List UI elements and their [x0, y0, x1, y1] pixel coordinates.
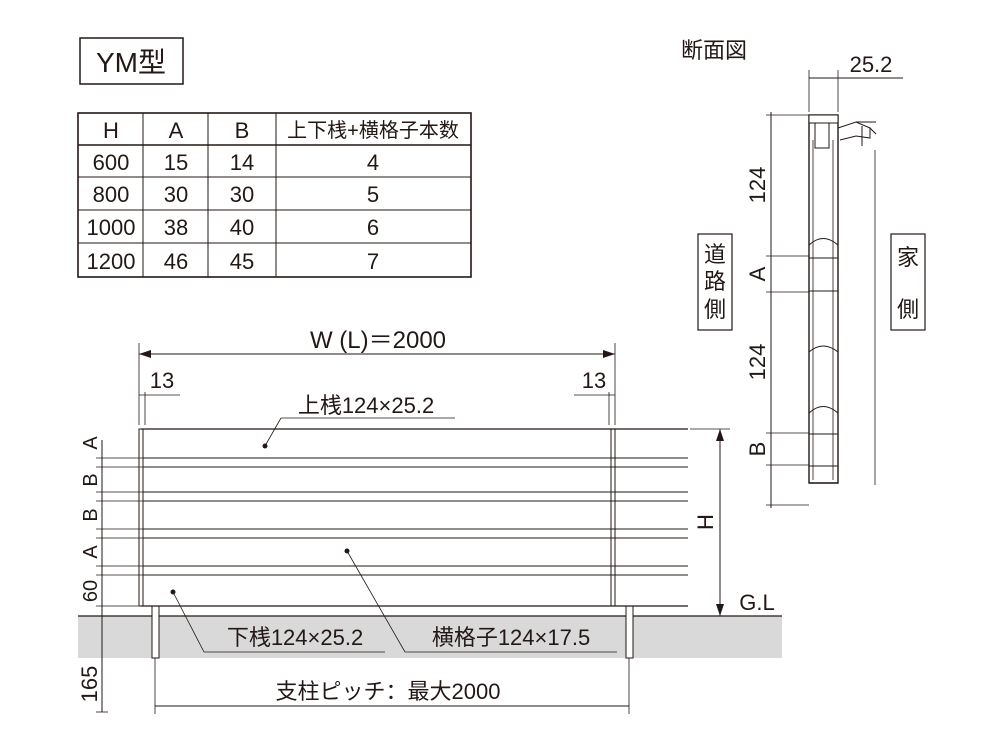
left-post	[138, 428, 144, 607]
left-post-base	[151, 605, 160, 659]
slat-label: 横格子124×17.5	[432, 625, 590, 650]
table-cell: 7	[367, 249, 379, 274]
table-cell: 1000	[87, 215, 136, 240]
section-dim-a: A	[745, 266, 770, 281]
table-header-a: A	[169, 118, 184, 143]
right-offset-label: 13	[582, 368, 606, 393]
table-header-count: 上下桟+横格子本数	[287, 119, 459, 142]
section-title: 断面図	[681, 38, 747, 63]
section-dim-124-top: 124	[745, 167, 770, 204]
table-cell: 15	[164, 150, 188, 175]
table-cell: 40	[230, 215, 254, 240]
left-offset-label: 13	[150, 368, 174, 393]
table-header-h: H	[103, 118, 119, 143]
left-dim-a-top: A	[80, 436, 102, 450]
table-cell: 1200	[87, 249, 136, 274]
house-side-box	[890, 233, 926, 331]
ground-label: G.L	[739, 590, 774, 615]
width-label: W (L)＝2000	[310, 327, 446, 354]
embed-depth-label: 165	[77, 666, 102, 703]
table-cell: 6	[367, 215, 379, 240]
table-cell: 45	[230, 249, 254, 274]
section-view: 25.2 124 A 124 B 道 路 側	[697, 52, 926, 508]
table-cell: 38	[164, 215, 188, 240]
left-dim-b-2: B	[80, 508, 102, 521]
title: YM型	[96, 47, 166, 78]
spec-table: H A B 上下桟+横格子本数 600 15 14 4 800 30 30 5 …	[77, 112, 472, 278]
post-pitch-label: 支柱ピッチ：最大2000	[276, 679, 501, 704]
section-dim-b: B	[745, 442, 770, 457]
fence-elevation: A B B A 60 165 W (L)＝2000 13 13 上桟124×25…	[77, 327, 782, 714]
table-header-b: B	[235, 118, 250, 143]
table-cell: 5	[367, 182, 379, 207]
top-rail-label: 上桟124×25.2	[298, 393, 434, 418]
road-side-label-3: 側	[704, 297, 726, 322]
right-post	[610, 428, 616, 607]
right-post-base	[625, 605, 634, 659]
table-cell: 600	[93, 150, 130, 175]
left-dim-b-1: B	[80, 473, 102, 486]
height-label: H	[693, 514, 718, 530]
table-cell: 30	[164, 182, 188, 207]
left-dim-60: 60	[80, 580, 102, 602]
table-cell: 800	[93, 182, 130, 207]
section-thickness-label: 25.2	[850, 52, 893, 77]
table-cell: 30	[230, 182, 254, 207]
bottom-rail-label: 下桟124×25.2	[227, 625, 363, 650]
house-side-label-1: 家	[897, 245, 919, 270]
left-dim-a-bottom: A	[80, 545, 102, 559]
road-side-label-1: 道	[704, 242, 726, 267]
title-box	[79, 37, 184, 85]
table-cell: 4	[367, 150, 379, 175]
house-side-label-2: 側	[897, 297, 919, 322]
fence-slats	[141, 428, 688, 607]
ground	[78, 616, 782, 658]
road-side-label-2: 路	[704, 269, 726, 294]
table-cell: 14	[230, 150, 254, 175]
table-cell: 46	[164, 249, 188, 274]
section-dim-124-mid: 124	[745, 344, 770, 381]
road-side-box	[697, 233, 733, 331]
